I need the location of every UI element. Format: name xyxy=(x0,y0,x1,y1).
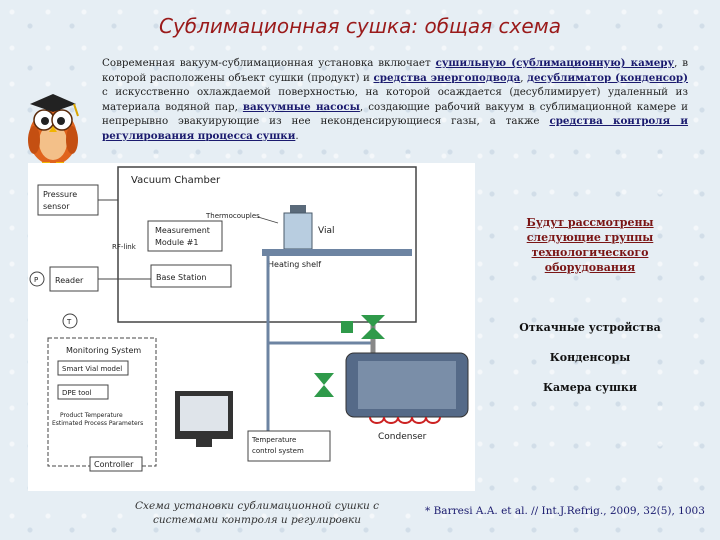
owl-mascot-icon xyxy=(28,94,79,167)
temperature-control-label-2: control system xyxy=(252,447,304,455)
list-item: Конденсоры xyxy=(549,351,631,364)
reference-citation: * Barresi A.A. et al. // Int.J.Refrig., … xyxy=(425,505,705,517)
page-title: Сублимационная сушка: общая схема xyxy=(158,14,561,38)
dpe-tool-box xyxy=(57,384,109,400)
dpe-tool-label: DPE tool xyxy=(62,389,92,397)
vial-cap xyxy=(290,205,306,213)
reader-label: Reader xyxy=(55,276,84,285)
pressure-sensor-label-1: Pressure xyxy=(43,190,77,199)
smart-vial-label: Smart Vial model xyxy=(62,365,122,373)
controller-label: Controller xyxy=(94,460,134,469)
monitoring-system-box xyxy=(47,337,157,467)
valve-lower-icon xyxy=(314,373,334,385)
measurement-module-label-1: Measurement xyxy=(155,226,210,235)
valve-top-icon xyxy=(361,315,385,327)
estimated-parameters-label: Estimated Process Parameters xyxy=(52,420,143,427)
term-drying-chamber: сушильную (сублимационную) камеру xyxy=(435,57,675,69)
base-station-label: Base Station xyxy=(156,273,206,282)
controller-box xyxy=(89,456,143,472)
measurement-module-label-2: Module #1 xyxy=(155,238,198,247)
pressure-gauge-symbol xyxy=(29,271,45,287)
base-station-box xyxy=(150,264,232,288)
side-note: Будут рассмотрены следующие группы техно… xyxy=(526,216,654,274)
rf-link-label: RF-link xyxy=(112,243,137,251)
freeze-drying-scheme-diagram: Vacuum Chamber Pressure sensor Thermocou… xyxy=(28,163,475,491)
term-vacuum-pumps: вакуумные насосы xyxy=(242,100,360,113)
intro-paragraph: Современная вакуум-сублимационная устано… xyxy=(102,57,689,142)
monitoring-system-label: Monitoring System xyxy=(66,346,141,355)
vial-label: Vial xyxy=(318,226,334,236)
temperature-control-box xyxy=(247,430,331,462)
reader-box xyxy=(49,266,99,292)
temperature-control-label-1: Temperature xyxy=(251,436,296,444)
term-energy-supply: средства энергоподвода xyxy=(373,71,521,84)
measurement-module-box xyxy=(147,220,223,252)
pressure-sensor-label-2: sensor xyxy=(43,202,70,211)
smart-vial-box xyxy=(57,360,129,376)
temperature-sensor-symbol xyxy=(62,313,78,329)
term-desublimator: десублиматор (конденсор) xyxy=(527,71,688,84)
condenser-label: Condenser xyxy=(378,432,427,442)
thermocouples-label: Thermocouples xyxy=(205,212,260,220)
t-symbol-label: T xyxy=(66,318,72,326)
product-temperature-label: Product Temperature xyxy=(60,412,123,419)
motor-icon xyxy=(341,321,353,333)
heating-shelf-plate xyxy=(262,249,412,256)
diagram-caption: Схема установки сублимационной сушки с с… xyxy=(134,500,379,526)
list-item: Откачные устройства xyxy=(519,321,661,334)
vacuum-chamber-label: Vacuum Chamber xyxy=(131,175,221,186)
list-item: Камера сушки xyxy=(543,381,637,394)
heating-shelf-label: Heating shelf xyxy=(268,260,321,269)
term-control-means: средства контроля и регулирования процес… xyxy=(102,115,689,142)
vial-shape xyxy=(283,212,313,250)
p-symbol-label: P xyxy=(34,276,38,284)
